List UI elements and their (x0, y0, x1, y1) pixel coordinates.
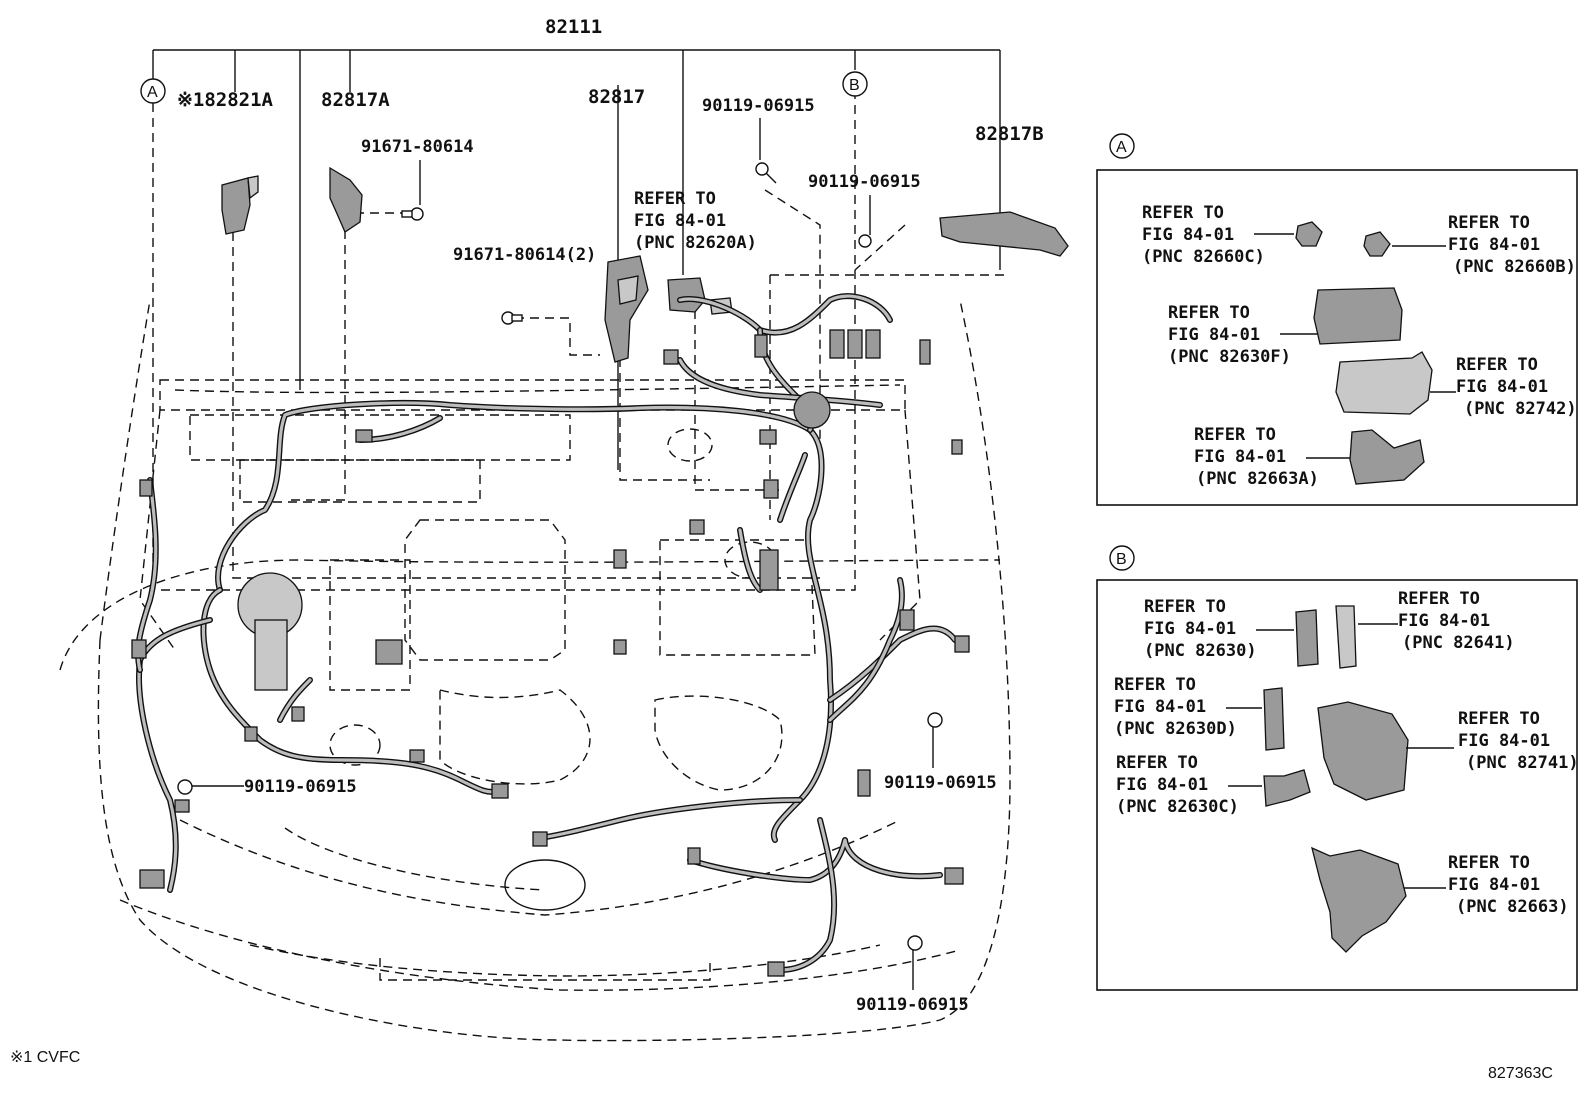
ref-line-2: FIG 84-01 (1194, 447, 1286, 467)
bolt-label-90119-lower-right: 90119-06915 (884, 773, 997, 793)
bolt-icons (177, 162, 943, 951)
bracket-82817-icon (604, 255, 649, 363)
bolt-label-90119-bottom-right: 90119-06915 (856, 995, 969, 1015)
refer-line-1: REFER TO (634, 189, 716, 209)
part-label-82821a: ※182821A (177, 89, 274, 111)
bolt-label-90119-lower-left: 90119-06915 (244, 777, 357, 797)
part-label-82817b: 82817B (975, 123, 1044, 145)
bracket-82742-icon (1335, 351, 1433, 415)
ref-line-3: (PNC 82741) (1466, 753, 1579, 773)
inset-a: A REFER TO FIG 84-01 (PNC 82660C) REFER … (1096, 133, 1578, 506)
refer-line-3: (PNC 82620A) (634, 233, 757, 253)
ref-line-3: (PNC 82663) (1456, 897, 1569, 917)
ref-line-2: FIG 84-01 (1456, 377, 1548, 397)
circle-a-letter: A (147, 84, 158, 101)
part-label-82817: 82817 (588, 86, 645, 108)
ref-line-3: (PNC 82630) (1144, 641, 1257, 661)
inset-b-letter: B (1116, 551, 1127, 568)
bracket-82821a-icon (221, 175, 259, 235)
inset-a-ref-82663a: REFER TO FIG 84-01 (PNC 82663A) (1194, 425, 1425, 489)
ref-line-2: FIG 84-01 (1448, 875, 1540, 895)
ref-line-3: (PNC 82660B) (1453, 257, 1576, 277)
ref-line-2: FIG 84-01 (1116, 775, 1208, 795)
inset-a-ref-82630f: REFER TO FIG 84-01 (PNC 82630F) (1168, 287, 1403, 367)
circle-b-letter: B (849, 77, 860, 94)
inset-a-ref-82660c: REFER TO FIG 84-01 (PNC 82660C) (1142, 203, 1323, 267)
relay-82630d-icon (1263, 687, 1285, 751)
ref-line-3: (PNC 82630F) (1168, 347, 1291, 367)
inset-b-ref-82630c: REFER TO FIG 84-01 (PNC 82630C) (1116, 753, 1311, 817)
inset-b-ref-82630d: REFER TO FIG 84-01 (PNC 82630D) (1114, 675, 1285, 751)
ref-line-3: (PNC 82663A) (1196, 469, 1319, 489)
ref-line-2: FIG 84-01 (1448, 235, 1540, 255)
bolt-icon (401, 207, 424, 221)
connector-82660c-icon (1295, 221, 1323, 247)
ref-line-1: REFER TO (1398, 589, 1480, 609)
bolt-icon (907, 935, 923, 951)
inset-b-ref-82641: REFER TO FIG 84-01 (PNC 82641) (1335, 589, 1515, 669)
bracket-82817b-icon (939, 211, 1069, 257)
inset-a-ref-82742: REFER TO FIG 84-01 (PNC 82742) (1335, 351, 1577, 419)
bracket-82817a-icon (329, 166, 363, 233)
relay-82630c-icon (1263, 769, 1311, 807)
inset-b-ref-82630: REFER TO FIG 84-01 (PNC 82630) (1144, 597, 1319, 667)
vehicle-outline (59, 299, 1011, 1042)
ref-line-3: (PNC 82630C) (1116, 797, 1239, 817)
bolt-label-91671-top: 91671-80614 (361, 137, 474, 157)
part-number-82111: 82111 (545, 16, 602, 38)
ref-line-1: REFER TO (1458, 709, 1540, 729)
circle-callout-a: A (140, 78, 166, 104)
refer-to-82620a: REFER TO FIG 84-01 (PNC 82620A) (634, 189, 757, 253)
relay-82641-icon (1335, 605, 1357, 669)
ref-line-3: (PNC 82742) (1464, 399, 1577, 419)
part-label-82817a: 82817A (321, 89, 390, 111)
ref-line-1: REFER TO (1194, 425, 1276, 445)
bolt-icon (501, 311, 523, 325)
fuse-box-82741-icon (1317, 701, 1409, 801)
ref-line-2: FIG 84-01 (1144, 619, 1236, 639)
bolt-label-91671-mid: 91671-80614(2) (453, 245, 596, 265)
ref-line-1: REFER TO (1144, 597, 1226, 617)
bracket-82663-icon (1311, 846, 1407, 953)
circle-callout-b: B (842, 71, 868, 97)
ref-line-2: FIG 84-01 (1142, 225, 1234, 245)
ref-line-3: (PNC 82641) (1402, 633, 1515, 653)
figure-code: 827363C (1488, 1065, 1553, 1082)
inset-b-ref-82741: REFER TO FIG 84-01 (PNC 82741) (1317, 701, 1579, 801)
main-harness (135, 293, 958, 973)
bolt-icon (177, 779, 193, 795)
detached-parts (221, 166, 1069, 363)
relay-82630-icon (1295, 609, 1319, 667)
connector-82660b-icon (1363, 231, 1391, 257)
harness-fixtures (131, 329, 970, 977)
refer-line-2: FIG 84-01 (634, 211, 726, 231)
footnote: ※1 CVFC (10, 1049, 80, 1066)
ref-line-2: FIG 84-01 (1458, 731, 1550, 751)
bolt-label-90119-top-right: 90119-06915 (808, 172, 921, 192)
ref-line-1: REFER TO (1448, 853, 1530, 873)
inset-b-ref-82663: REFER TO FIG 84-01 (PNC 82663) (1311, 846, 1569, 953)
bolt-label-90119-top-center: 90119-06915 (702, 96, 815, 116)
ref-line-1: REFER TO (1114, 675, 1196, 695)
ref-line-1: REFER TO (1142, 203, 1224, 223)
ref-line-2: FIG 84-01 (1168, 325, 1260, 345)
ref-line-1: REFER TO (1456, 355, 1538, 375)
ref-line-2: FIG 84-01 (1114, 697, 1206, 717)
ref-line-3: (PNC 82630D) (1114, 719, 1237, 739)
ref-line-3: (PNC 82660C) (1142, 247, 1265, 267)
ref-line-1: REFER TO (1116, 753, 1198, 773)
bolt-icon (927, 712, 943, 728)
inset-b: B REFER TO FIG 84-01 (PNC 82630) REFER T… (1096, 545, 1579, 991)
bracket-82663a-icon (1349, 429, 1425, 485)
ref-line-1: REFER TO (1448, 213, 1530, 233)
ref-line-1: REFER TO (1168, 303, 1250, 323)
bolt-icon (858, 234, 872, 248)
inset-a-ref-82660b: REFER TO FIG 84-01 (PNC 82660B) (1363, 213, 1576, 277)
inset-a-letter: A (1116, 139, 1127, 156)
fuse-block-82630f-icon (1313, 287, 1403, 345)
bolt-icon (755, 162, 777, 184)
ref-line-2: FIG 84-01 (1398, 611, 1490, 631)
